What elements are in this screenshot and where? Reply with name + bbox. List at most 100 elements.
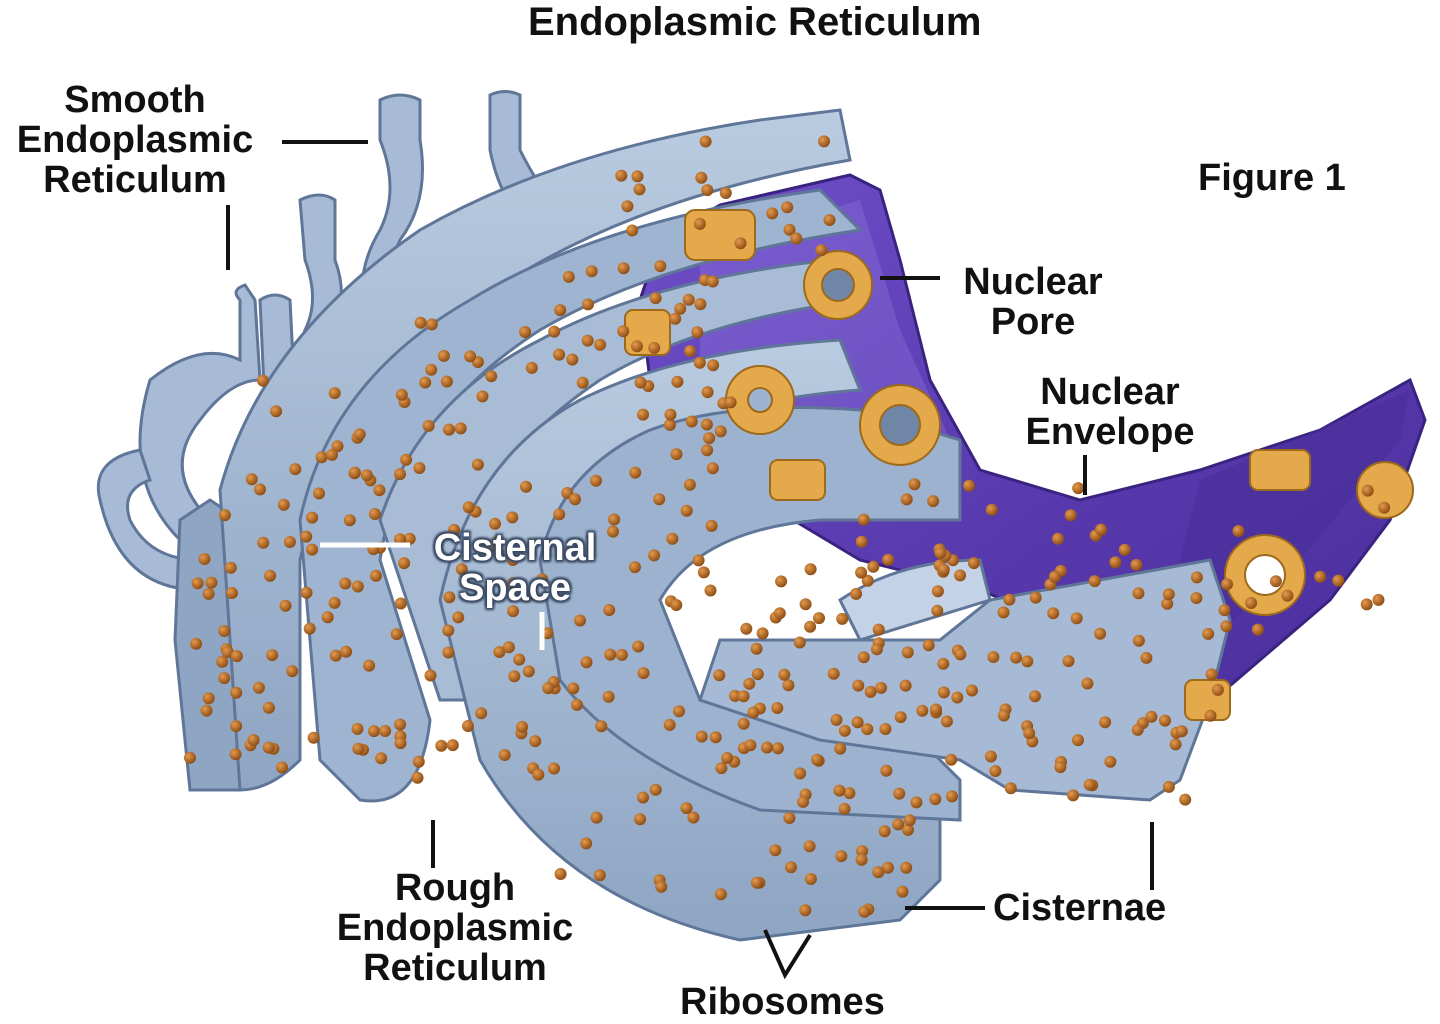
nuclear-pore-complex [803, 250, 873, 320]
ribosome [701, 444, 714, 457]
ribosome [967, 557, 980, 570]
ribosome [1202, 627, 1215, 640]
ribosome [771, 742, 784, 755]
ribosome [1162, 780, 1175, 793]
ribosome [882, 553, 895, 566]
ribosome [493, 646, 506, 658]
ribosome [1190, 592, 1203, 604]
ribosome [566, 353, 579, 366]
ribosome [485, 370, 498, 383]
label-smooth-er: Smooth Endoplasmic Reticulum [0, 80, 270, 200]
ribosome [855, 535, 868, 548]
ribosome [902, 823, 914, 836]
label-cisternal-space-line2: Space [459, 567, 571, 609]
ribosome [455, 563, 468, 576]
ribosome [607, 525, 619, 538]
ribosome [683, 478, 696, 491]
ribosome [954, 648, 967, 661]
ribosome [910, 796, 923, 809]
ribosome [719, 187, 732, 199]
ribosome [634, 376, 647, 389]
ribosome [1054, 761, 1067, 774]
ribosome [864, 685, 877, 698]
ribosome [617, 262, 630, 275]
ribosome [1281, 589, 1294, 602]
ribosome [1132, 587, 1145, 600]
ribosome [394, 468, 406, 481]
ribosome [850, 587, 863, 600]
ribosome [1047, 607, 1060, 620]
ribosome [615, 648, 628, 661]
ribosome [1190, 571, 1203, 584]
ribosome [313, 487, 325, 500]
ribosome [437, 349, 450, 362]
ribosome [709, 731, 722, 744]
ribosome [1131, 723, 1144, 736]
ribosome [443, 591, 456, 604]
ribosome [673, 705, 685, 718]
ribosome [262, 701, 275, 714]
ribosome [1205, 668, 1218, 681]
ribosome [1067, 789, 1080, 802]
ribosome [931, 604, 944, 617]
ribosome [390, 628, 403, 641]
ribosome [940, 715, 953, 728]
ribosome [671, 375, 684, 388]
ribosome [628, 561, 641, 574]
ribosome [412, 755, 425, 768]
ribosome [724, 396, 737, 409]
ribosome [811, 753, 824, 766]
ribosome [1130, 558, 1143, 571]
ribosome [1004, 782, 1017, 795]
ribosome [908, 478, 921, 491]
ribosome [576, 376, 589, 389]
ribosome [303, 622, 316, 635]
ribosome [669, 312, 682, 325]
ribosome [300, 530, 313, 543]
ribosome [443, 423, 455, 436]
ribosome [400, 453, 413, 466]
ribosome [375, 752, 388, 765]
ribosome [580, 656, 593, 669]
ribosome [506, 577, 519, 590]
ribosome [872, 623, 885, 636]
ribosome [1232, 525, 1245, 537]
ribosome [781, 201, 794, 214]
ribosome [1169, 738, 1182, 751]
ribosome [954, 569, 967, 582]
ribosome [554, 868, 567, 880]
ribosome [830, 713, 843, 726]
ribosome [769, 844, 782, 857]
ribosome [585, 265, 598, 278]
ribosome [649, 292, 662, 305]
ribosome [205, 576, 218, 589]
ribosome [666, 532, 679, 545]
ribosome [858, 905, 871, 918]
ribosome [818, 135, 830, 148]
ribosome [553, 348, 566, 361]
label-rough-er-line2: Endoplasmic [336, 907, 574, 949]
ribosome [218, 625, 231, 637]
ribosome [202, 692, 215, 705]
ribosome [1094, 627, 1107, 640]
ribosome [703, 432, 716, 445]
ribosome [729, 689, 741, 702]
nuclear-pore-complex [725, 365, 795, 435]
ribosome [857, 513, 870, 526]
ribosome [843, 787, 856, 800]
ribosome [247, 734, 260, 746]
ribosome [804, 620, 817, 633]
ribosome [425, 363, 438, 376]
ribosome [329, 649, 342, 662]
ribosome [360, 469, 373, 482]
ribosome [929, 793, 942, 806]
ribosome [621, 200, 634, 213]
ribosome [750, 642, 763, 655]
ribosome [245, 473, 258, 486]
ribosome [368, 508, 381, 520]
ribosome [262, 741, 275, 754]
ribosome [655, 880, 668, 893]
ribosome [1132, 634, 1145, 647]
ribosome [475, 538, 488, 550]
ribosome [525, 361, 538, 374]
